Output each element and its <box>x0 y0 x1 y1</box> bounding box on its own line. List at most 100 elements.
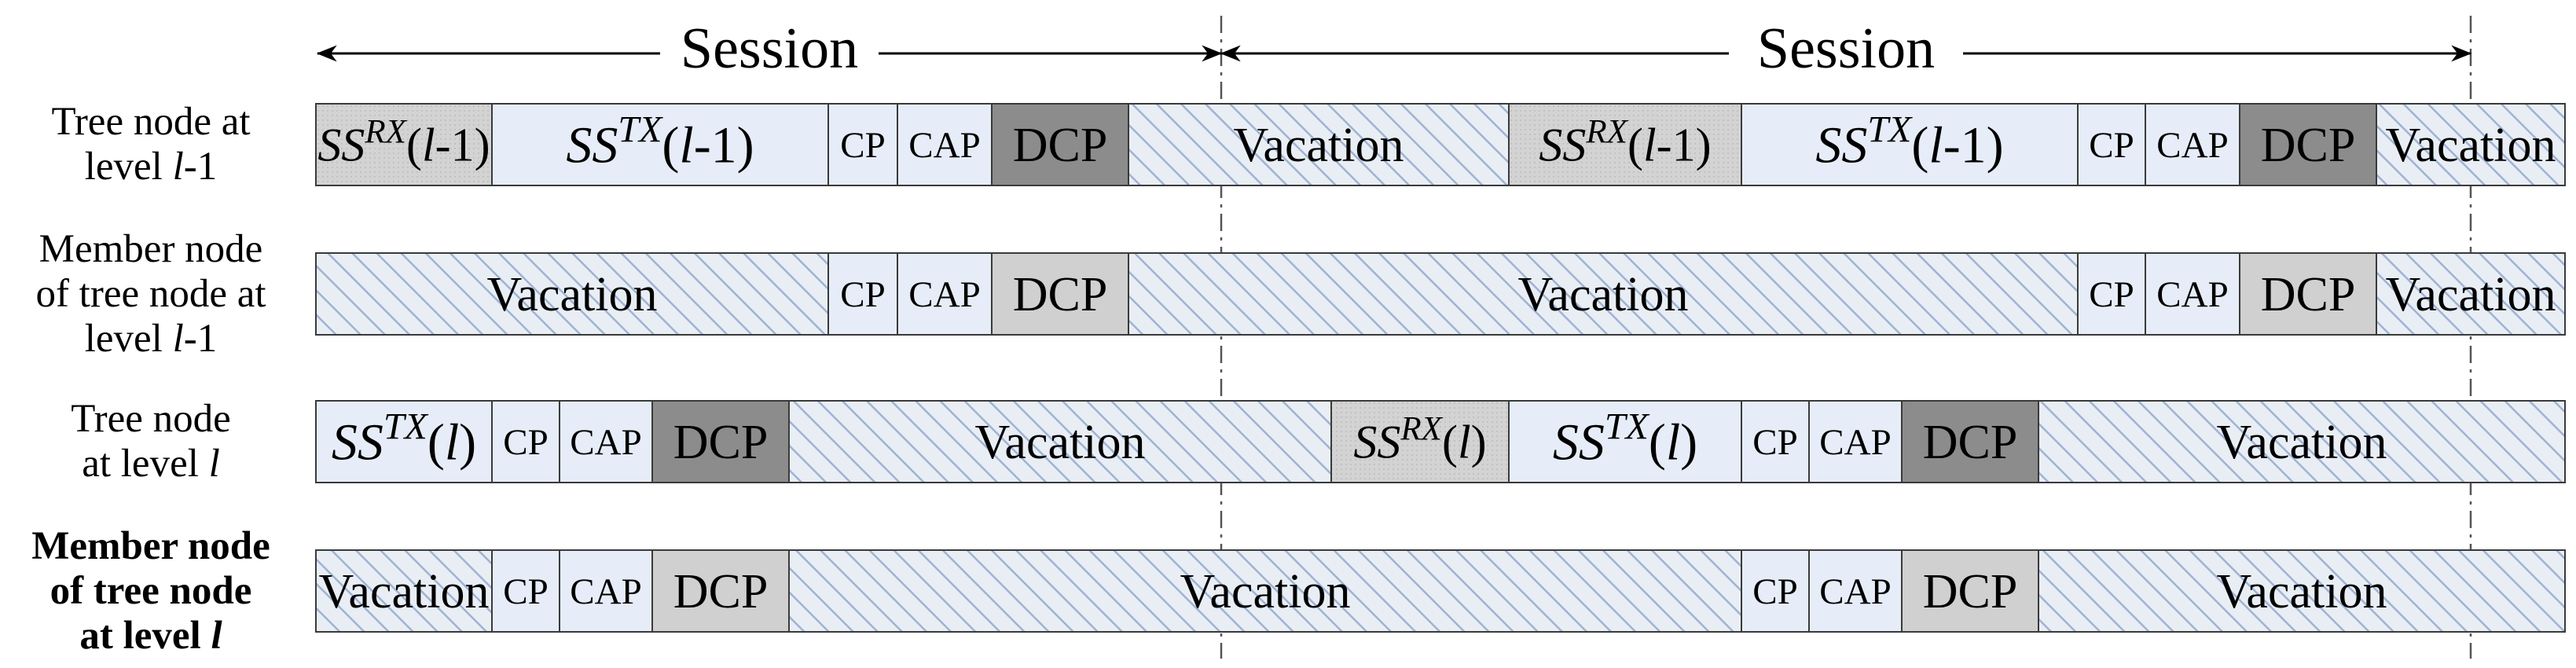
segment-box <box>1741 549 1810 633</box>
segment-box <box>651 400 790 483</box>
segment-box <box>991 252 1129 336</box>
segment-dcp-light: DCP <box>651 549 790 633</box>
row-label-line: Tree node <box>71 397 231 441</box>
segment-label: Vacation <box>2386 119 2556 172</box>
segment-box <box>315 400 493 483</box>
segment-label: Vacation <box>1518 268 1689 321</box>
segment-dcp-light: DCP <box>991 252 1129 336</box>
segment-label: CAP <box>908 125 980 166</box>
segment-cp: CP <box>827 252 898 336</box>
segment-label: Vacation <box>2217 416 2387 469</box>
row-label-line: level l-1 <box>84 316 218 361</box>
segment-cp: CP <box>1741 549 1810 633</box>
segment-sstx: SSTX(l-1) <box>491 103 829 186</box>
segment-label: DCP <box>2261 268 2356 321</box>
segment-box <box>2376 103 2566 186</box>
segment-label: CP <box>1752 422 1798 463</box>
row-label-line: Member node <box>39 226 263 271</box>
segment-label: Vacation <box>2386 268 2556 321</box>
row-label-line: Tree node at <box>51 100 251 144</box>
segment-box <box>788 400 1332 483</box>
segment-box <box>315 103 493 186</box>
segment-box <box>2038 400 2566 483</box>
segment-label: CAP <box>570 422 641 463</box>
segment-vacation: Vacation <box>1128 103 1510 186</box>
segment-box <box>1128 252 2079 336</box>
segment-label: CP <box>840 125 886 166</box>
segment-label: CAP <box>908 274 980 315</box>
segment-label: CP <box>503 422 549 463</box>
segment-vacation: Vacation <box>2376 103 2566 186</box>
segment-cp: CP <box>491 549 560 633</box>
segment-label: SSTX(l-1) <box>566 108 754 174</box>
segment-label: CP <box>840 274 886 315</box>
segment-sstx: SSTX(l-1) <box>1741 103 2079 186</box>
segment-box <box>1901 400 2039 483</box>
segment-label: DCP <box>1923 416 2018 469</box>
segment-label: SSRX(l-1) <box>1539 113 1711 171</box>
segment-box <box>1128 103 1510 186</box>
session-label: Session <box>681 17 858 81</box>
segment-vacation: Vacation <box>315 549 493 633</box>
segment-box <box>827 252 898 336</box>
segment-dcp-dark: DCP <box>651 400 790 483</box>
segment-label: DCP <box>2261 119 2356 172</box>
segment-label: SSTX(l-1) <box>1815 108 2003 174</box>
segment-box <box>651 549 790 633</box>
segment-label: SSRX(l) <box>1353 410 1486 468</box>
segment-label: CAP <box>1819 422 1891 463</box>
segment-cp: CP <box>827 103 898 186</box>
segment-box <box>2376 252 2566 336</box>
segment-vacation: Vacation <box>788 400 1332 483</box>
segment-label: CP <box>503 571 549 612</box>
session-span: Session <box>1220 17 2472 81</box>
segment-label: DCP <box>673 416 769 469</box>
segment-ssrx: SSRX(l-1) <box>315 103 493 186</box>
segment-label: Vacation <box>1234 119 1404 172</box>
timeline-row: Vacation CP CAP DCP Vacation CP CAP DCP Vacation <box>315 252 2566 336</box>
segment-label: Vacation <box>975 416 1146 469</box>
row-label-line: at level l <box>79 613 222 658</box>
segment-vacation: Vacation <box>2038 549 2566 633</box>
segment-box <box>991 103 1129 186</box>
segment-cap: CAP <box>2145 252 2240 336</box>
session-label: Session <box>1757 17 1935 81</box>
segment-box <box>315 252 829 336</box>
segment-ssrx: SSRX(l-1) <box>1508 103 1742 186</box>
segment-label: DCP <box>1013 268 1108 321</box>
segment-label: Vacation <box>487 268 658 321</box>
segment-cap: CAP <box>559 549 653 633</box>
session-span: Session <box>316 17 1223 81</box>
segment-dcp-light: DCP <box>2239 252 2377 336</box>
segment-label: Vacation <box>2217 565 2387 618</box>
row-label-line: Member node <box>31 523 270 568</box>
segment-cp: CP <box>2077 103 2146 186</box>
segment-label: CP <box>2089 125 2134 166</box>
segment-cp: CP <box>2077 252 2146 336</box>
segment-vacation: Vacation <box>2376 252 2566 336</box>
segment-cp: CP <box>1741 400 1810 483</box>
segment-cap: CAP <box>897 103 993 186</box>
segment-label: Vacation <box>1180 565 1351 618</box>
segment-box <box>559 549 653 633</box>
segment-dcp-dark: DCP <box>1901 400 2039 483</box>
row-label-line: of tree node <box>50 568 252 613</box>
segment-cap: CAP <box>2145 103 2240 186</box>
segment-cp: CP <box>491 400 560 483</box>
segment-vacation: Vacation <box>2038 400 2566 483</box>
segment-label: CP <box>1752 571 1798 612</box>
segment-label: CP <box>2089 274 2134 315</box>
segment-cap: CAP <box>1808 400 1903 483</box>
segment-box <box>2145 252 2240 336</box>
row-label-line: of tree node at <box>35 271 266 316</box>
segment-box <box>827 103 898 186</box>
segment-label: DCP <box>1923 565 2018 618</box>
segment-sstx: SSTX(l) <box>315 400 493 483</box>
segment-label: CAP <box>2156 125 2228 166</box>
segment-box <box>2038 549 2566 633</box>
segment-vacation: Vacation <box>315 252 829 336</box>
segment-label: SSTX(l) <box>1553 406 1697 472</box>
